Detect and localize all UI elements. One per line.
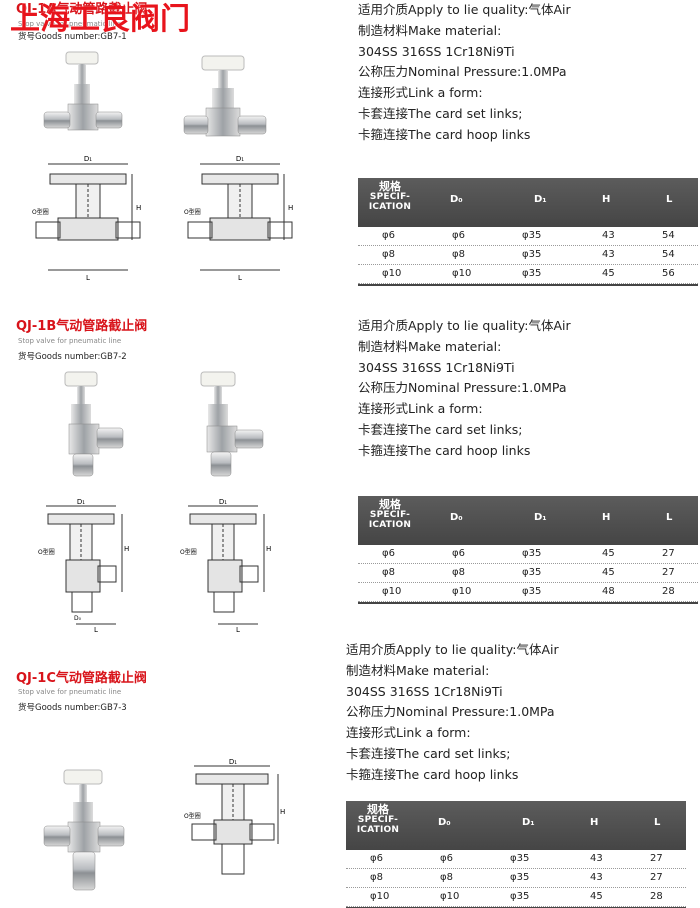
product-subtitle-b: Stop valve for pneumatic line [18, 337, 122, 345]
svg-text:D₁: D₁ [236, 155, 244, 163]
label-oring: O型圈 [32, 208, 49, 216]
product-title-a: QJ-1A气动管路截止阀 [16, 2, 148, 17]
svg-text:D₁: D₁ [229, 758, 237, 766]
spec-text-a: 适用介质Apply to lie quality:气体Air 制造材料Make … [358, 2, 571, 142]
valve-drawing-b1: D₁ H L O型圈 D₀ [38, 498, 129, 634]
spec-text-c: 适用介质Apply to lie quality:气体Air 制造材料Make … [346, 642, 559, 782]
svg-text:O型圈: O型圈 [180, 548, 197, 556]
valve-photo-b2 [200, 371, 264, 477]
product-subtitle-c: Stop valve for pneumatic line [18, 688, 122, 696]
table-header: 规格 SPECIF- ICATION D₀ D₁ H L [358, 496, 698, 545]
svg-text:D₁: D₁ [77, 498, 85, 506]
valve-drawing-a1: D₁ H L O型圈 [32, 155, 141, 282]
svg-text:H: H [280, 808, 285, 816]
svg-text:L: L [94, 626, 98, 634]
svg-text:H: H [266, 545, 271, 553]
svg-text:O型圈: O型圈 [184, 812, 201, 820]
product-title-c: QJ-1C气动管路截止阀 [16, 671, 147, 686]
svg-text:H: H [288, 204, 293, 212]
goods-number-a: 货号Goods number:GB7-1 [18, 32, 127, 42]
svg-text:H: H [124, 545, 129, 553]
valve-photo-a1 [43, 51, 123, 131]
svg-text:O型圈: O型圈 [184, 208, 201, 216]
svg-text:D₀: D₀ [74, 615, 82, 622]
product-subtitle-a: Stop valve for pneumatic line [18, 20, 122, 28]
valve-drawing-a2: D₁ H L O型圈 [184, 155, 293, 282]
product-title-b: QJ-1B气动管路截止阀 [16, 319, 148, 334]
brand-watermark: 上海工良阀门 [10, 2, 190, 37]
label-h: H [136, 204, 141, 212]
valve-photo-a2 [183, 55, 267, 137]
svg-text:O型圈: O型圈 [38, 548, 55, 556]
goods-number-b: 货号Goods number:GB7-2 [18, 352, 127, 362]
valve-drawing-b2: D₁ H L O型圈 [180, 498, 271, 634]
valve-photo-c1 [43, 769, 125, 891]
label-l: L [86, 274, 90, 282]
table-header: 规格 SPECIF- ICATION D₀ D₁ H L [346, 801, 686, 850]
svg-text:L: L [236, 626, 240, 634]
label-d1: D₁ [84, 155, 92, 163]
svg-text:D₁: D₁ [219, 498, 227, 506]
svg-text:L: L [238, 274, 242, 282]
valve-photo-b1 [64, 371, 124, 477]
goods-number-c: 货号Goods number:GB7-3 [18, 703, 127, 713]
spec-text-b: 适用介质Apply to lie quality:气体Air 制造材料Make … [358, 318, 571, 458]
valve-drawing-c1: D₁ H O型圈 [184, 758, 285, 875]
table-header: 规格 SPECIF- ICATION D₀ D₁ H L [358, 178, 698, 227]
